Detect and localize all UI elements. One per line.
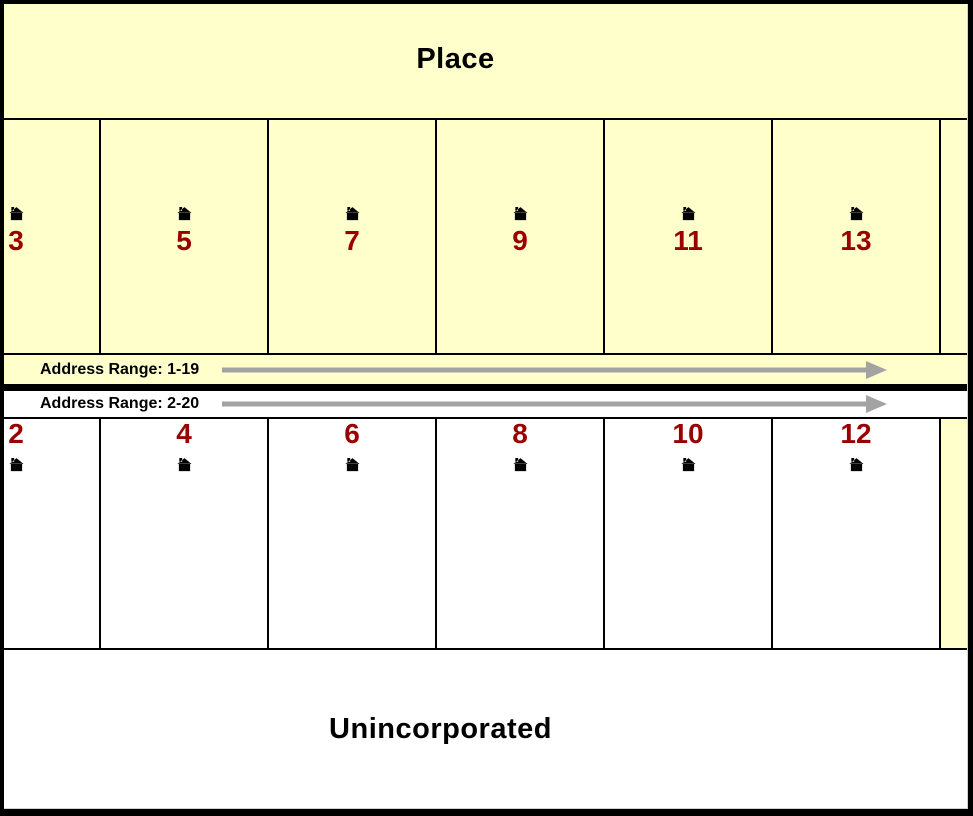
parcel-even-2: 2: [0, 419, 100, 648]
house-icon: [344, 457, 360, 472]
house-icon: [8, 457, 24, 472]
parcel-odd-9: 9: [436, 120, 604, 353]
house-icon: [176, 206, 192, 221]
parcel-even-12: 12: [772, 419, 940, 648]
parcel-divider: [99, 120, 101, 353]
parcel-divider: [603, 120, 605, 353]
house-icon: [344, 206, 360, 221]
parcel-divider: [771, 419, 773, 648]
odd-parcel-row: 3 5 7 9 11 13: [0, 120, 973, 355]
house-icon: [8, 206, 24, 221]
parcel-divider: [99, 419, 101, 648]
parcel-even-4: 4: [100, 419, 268, 648]
parcel-divider: [603, 419, 605, 648]
house-number: 2: [8, 418, 24, 449]
house-icon: [680, 457, 696, 472]
range-direction-arrow: [222, 355, 887, 384]
arrow-head-icon: [866, 360, 887, 379]
parcel-divider: [771, 120, 773, 353]
parcel-divider: [267, 120, 269, 353]
parcel-divider: [939, 419, 941, 648]
house-icon: [512, 206, 528, 221]
parcel-odd-5: 5: [100, 120, 268, 353]
parcel-even-10: 10: [604, 419, 772, 648]
odd-address-range-strip: Address Range: 1-19: [0, 355, 973, 384]
house-number: 5: [176, 225, 192, 256]
house-number: 12: [840, 418, 872, 449]
place-region-header: Place: [0, 0, 973, 120]
house-number: 6: [344, 418, 360, 449]
odd-address-range-label: Address Range: 1-19: [40, 360, 200, 378]
street-centerline: [0, 384, 973, 391]
even-parcel-row: 2 4 6 8 10 12: [0, 417, 973, 650]
arrow-shaft: [222, 401, 868, 407]
parcel-odd-3: 3: [0, 120, 100, 353]
house-icon: [848, 457, 864, 472]
parcel-odd-11: 11: [604, 120, 772, 353]
even-address-range-label: Address Range: 2-20: [40, 395, 200, 412]
house-number: 11: [673, 225, 703, 256]
place-region-title: Place: [416, 42, 495, 75]
parcel-divider: [435, 419, 437, 648]
house-icon: [176, 457, 192, 472]
house-number: 8: [512, 418, 528, 449]
even-address-range-strip: Address Range: 2-20: [0, 391, 973, 417]
arrow-head-icon: [866, 395, 887, 413]
house-icon: [848, 206, 864, 221]
range-direction-arrow: [222, 391, 887, 417]
house-number: 9: [512, 225, 528, 256]
parcel-odd-13: 13: [772, 120, 940, 353]
parcel-even-8: 8: [436, 419, 604, 648]
parcel-divider: [939, 120, 941, 353]
house-number: 7: [344, 225, 360, 256]
unincorporated-region: Unincorporated: [0, 650, 973, 808]
arrow-shaft: [222, 367, 868, 372]
parcel-even-6: 6: [268, 419, 436, 648]
house-number: 4: [176, 418, 192, 449]
house-icon: [512, 457, 528, 472]
house-icon: [680, 206, 696, 221]
unincorporated-region-title: Unincorporated: [329, 712, 552, 745]
house-number: 3: [8, 225, 24, 256]
house-number: 13: [840, 225, 872, 256]
house-number: 10: [672, 418, 704, 449]
parcel-divider: [267, 419, 269, 648]
parcel-divider: [435, 120, 437, 353]
parcel-odd-7: 7: [268, 120, 436, 353]
place-overlap-parcel: [941, 419, 973, 648]
